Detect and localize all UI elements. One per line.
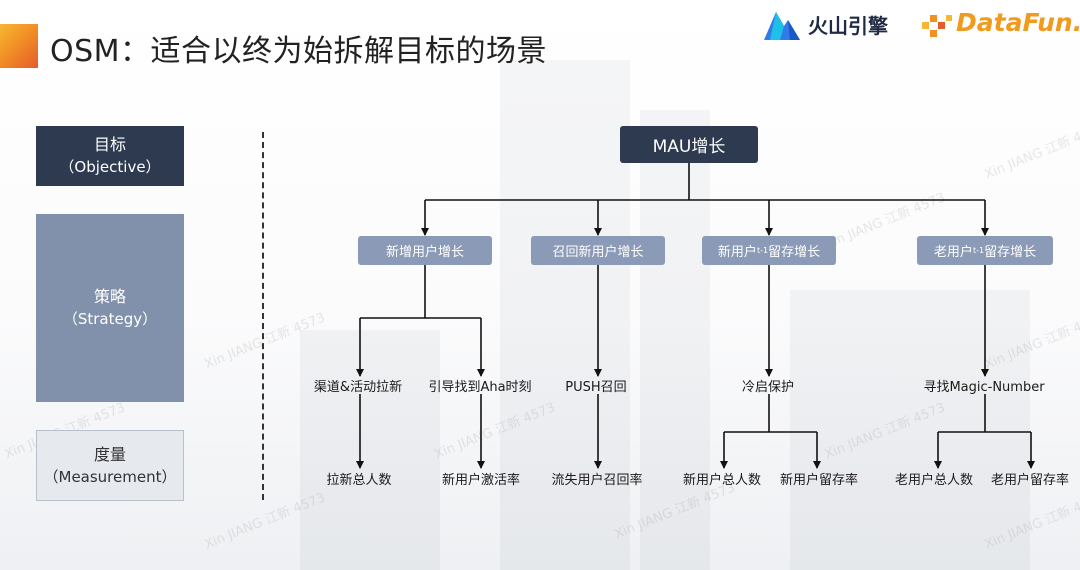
metric-label: 拉新总人数	[326, 473, 392, 488]
datafun-logo-icon	[922, 15, 952, 37]
strategy-label-sub: t-1	[756, 246, 769, 255]
legend-strategy-label: 策略	[93, 287, 126, 306]
dashed-divider	[262, 132, 264, 500]
goal-node: MAU增长	[620, 126, 758, 163]
metric-label: 老用户留存率	[990, 473, 1070, 488]
legend-measurement: 度量 （Measurement）	[36, 430, 184, 501]
background-building	[500, 60, 630, 570]
strategy-node-new-user-growth: 新增用户增长	[358, 236, 492, 265]
legend-strategy-en: （Strategy）	[62, 310, 158, 328]
metric-label: 老用户总人数	[894, 473, 974, 488]
metric-label: 新用户留存率	[779, 473, 859, 488]
legend-strategy: 策略 （Strategy）	[36, 214, 184, 402]
tactic-label: PUSH召回	[565, 380, 627, 395]
tactic-label: 引导找到Aha时刻	[428, 380, 532, 395]
background-building	[790, 290, 1030, 570]
metric-label: 流失用户召回率	[551, 473, 643, 488]
volcano-logo-icon	[764, 12, 800, 40]
legend-measurement-en: （Measurement）	[43, 467, 177, 486]
background-building	[300, 330, 440, 570]
metric-label: 新用户激活率	[441, 473, 521, 488]
strategy-label-post: 留存增长	[984, 245, 1037, 260]
strategy-label-pre: 老用户	[933, 245, 973, 260]
legend-objective-label: 目标	[93, 135, 126, 154]
page-title: OSM：适合以终为始拆解目标的场景	[50, 34, 548, 69]
strategy-node-recall-growth: 召回新用户增长	[531, 236, 665, 265]
legend-objective-en: （Objective）	[59, 158, 161, 176]
legend-objective: 目标 （Objective）	[36, 126, 184, 186]
strategy-label-pre: 新用户	[717, 245, 757, 260]
tactic-label: 寻找Magic-Number	[923, 380, 1045, 395]
strategy-label-sub: t-1	[972, 246, 985, 255]
datafun-logo: DataFun.	[956, 8, 1080, 37]
strategy-label-post: 留存增长	[768, 245, 821, 260]
volcano-engine-logo: 火山引擎	[808, 14, 888, 38]
tactic-label: 渠道&活动拉新	[313, 380, 403, 395]
background-building	[640, 110, 710, 570]
metric-label: 新用户总人数	[682, 473, 762, 488]
title-accent-bar	[0, 24, 38, 68]
tactic-label: 冷启保护	[741, 380, 795, 395]
legend-measurement-label: 度量	[93, 444, 126, 464]
